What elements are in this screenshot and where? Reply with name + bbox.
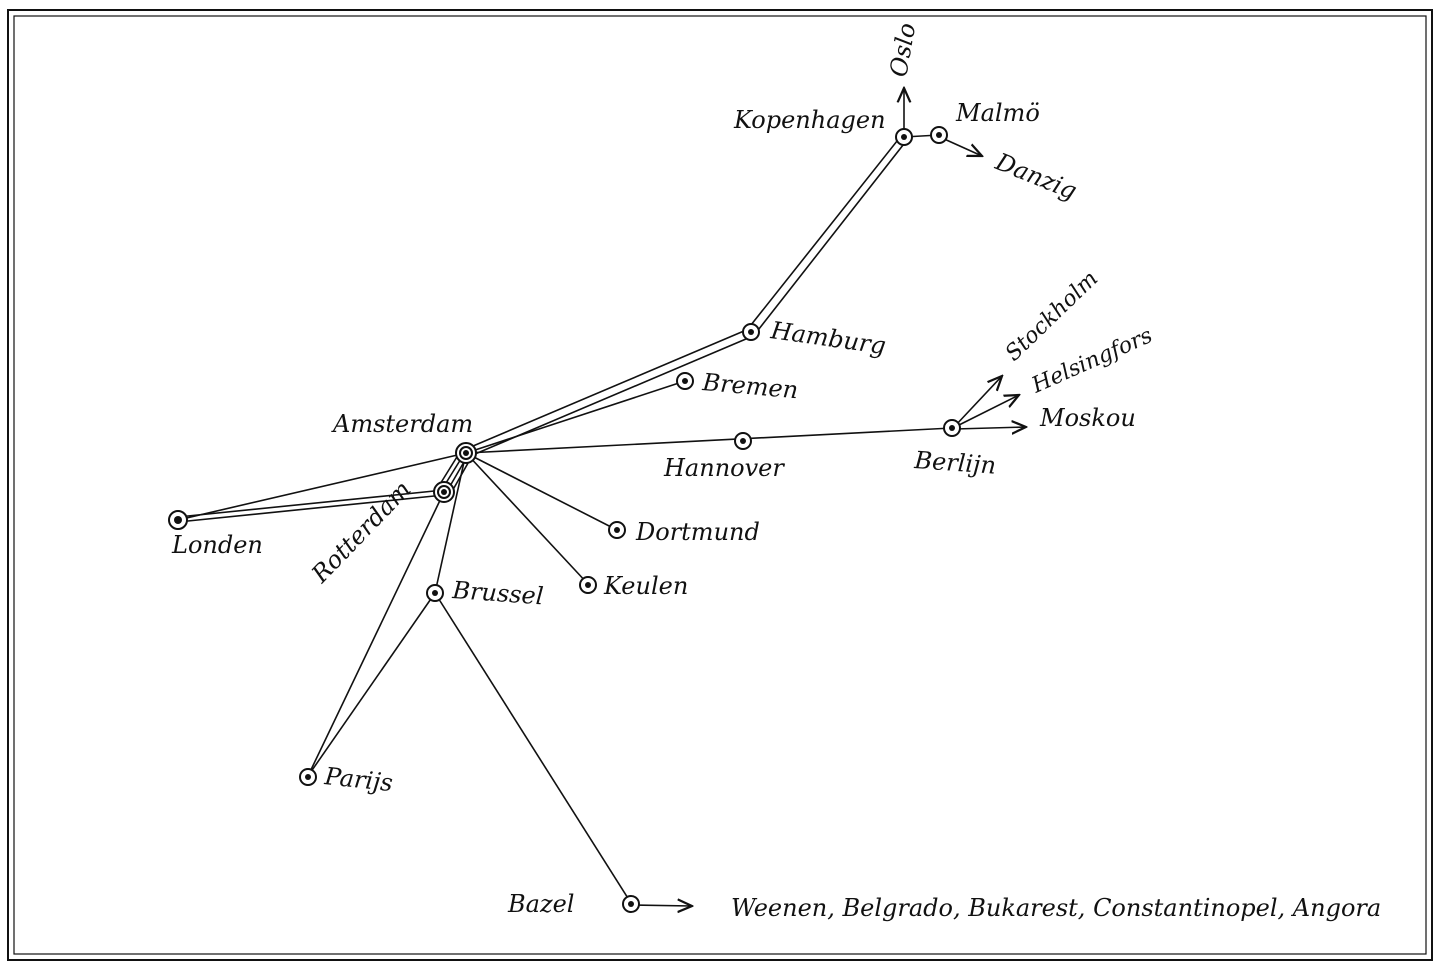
- node-bazel: [622, 895, 640, 913]
- label-danzig: Danzig: [991, 147, 1081, 205]
- node-kopenhagen: [895, 128, 913, 146]
- node-bremen: [676, 372, 694, 390]
- arrow-helsingfors: [954, 395, 1019, 428]
- route-rotterdam-londen: [177, 489, 445, 518]
- node-parijs: [299, 768, 317, 786]
- node-hamburg: [742, 323, 760, 341]
- route-hamburg-kopenhagen: [746, 135, 902, 331]
- label-berlijn: Berlijn: [913, 446, 997, 480]
- route-brussel-bazel: [434, 592, 632, 904]
- node-keulen: [579, 576, 597, 594]
- arrow-moskou: [954, 427, 1026, 429]
- arrow-stockholm: [954, 376, 1002, 427]
- arrows: [633, 88, 1026, 906]
- label-kopenhagen: Kopenhagen: [733, 106, 886, 134]
- label-oslo: Oslo: [884, 21, 921, 79]
- node-berlijn: [943, 419, 961, 437]
- node-malmo: [930, 126, 948, 144]
- labels: Oslo Kopenhagen Malmö Danzig Hamburg Bre…: [171, 21, 1381, 922]
- route-amsterdam-berlijn: [465, 427, 953, 454]
- routes: [177, 134, 953, 904]
- node-amsterdam: [455, 442, 477, 464]
- node-rotterdam: [433, 481, 455, 503]
- label-parijs: Parijs: [322, 762, 394, 797]
- frame-inner: [13, 15, 1427, 955]
- label-bremen: Bremen: [700, 368, 799, 404]
- route-rotterdam-londen-2: [177, 494, 445, 523]
- route-hamburg-kopenhagen-2: [754, 139, 908, 335]
- label-southeast-destinations: Weenen, Belgrado, Bukarest, Constantinop…: [731, 894, 1381, 922]
- label-rotterdam: Rotterdam: [305, 475, 416, 589]
- label-londen: Londen: [171, 531, 263, 559]
- label-brussel: Brussel: [451, 576, 545, 610]
- node-brussel: [426, 584, 444, 602]
- label-hamburg: Hamburg: [768, 316, 887, 360]
- node-londen: [168, 510, 188, 530]
- route-amsterdam-bremen: [465, 380, 686, 454]
- arrow-danzig: [941, 137, 982, 156]
- label-malmo: Malmö: [955, 99, 1040, 127]
- label-moskou: Moskou: [1039, 404, 1136, 432]
- label-bazel: Bazel: [507, 890, 574, 918]
- label-hannover: Hannover: [663, 454, 785, 482]
- route-rotterdam-parijs: [307, 491, 445, 777]
- frame-outer: [7, 9, 1433, 961]
- nodes: [168, 126, 961, 913]
- node-hannover: [734, 432, 752, 450]
- route-amsterdam-brussel: [434, 452, 467, 594]
- route-brussel-parijs: [307, 592, 436, 777]
- node-dortmund: [608, 521, 626, 539]
- route-amsterdam-keulen: [465, 452, 589, 585]
- route-amsterdam-londen: [177, 452, 467, 521]
- label-dortmund: Dortmund: [635, 518, 760, 546]
- arrow-southeast: [633, 905, 692, 906]
- route-amsterdam-dortmund: [465, 452, 618, 531]
- label-keulen: Keulen: [603, 572, 688, 600]
- label-amsterdam: Amsterdam: [331, 410, 473, 438]
- route-amsterdam-hamburg: [465, 327, 752, 450]
